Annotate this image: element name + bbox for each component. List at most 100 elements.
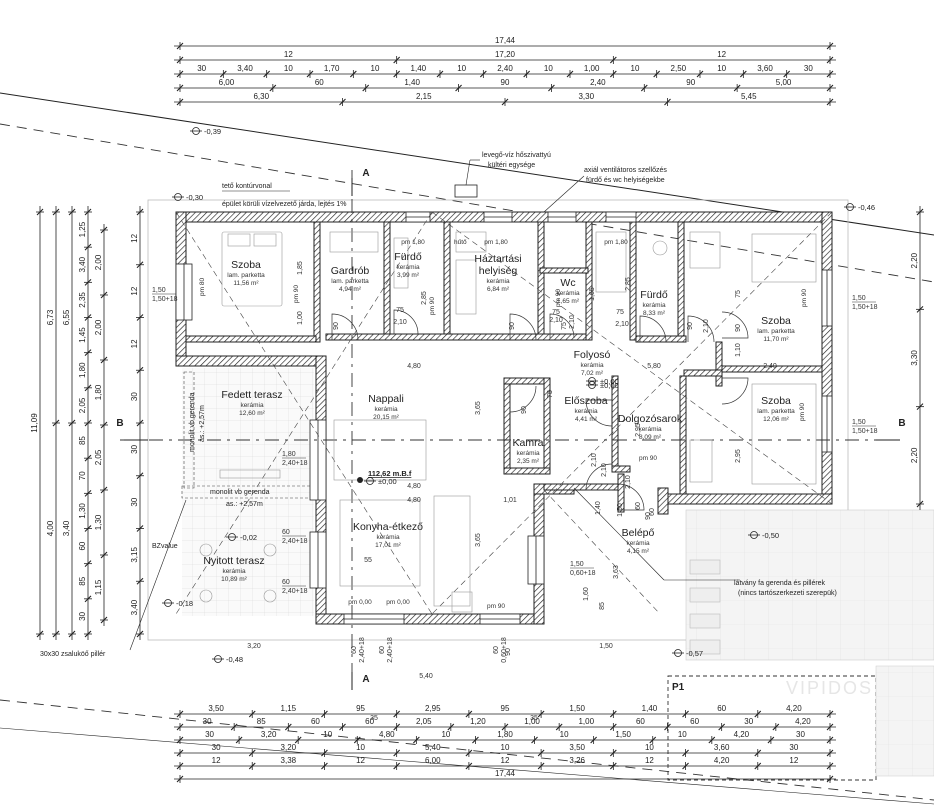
dimension-label: 2,05 xyxy=(78,397,87,413)
opening-width: 60 xyxy=(282,529,290,536)
dimension-label: 10 xyxy=(717,64,726,73)
opening-width: 1,50 xyxy=(152,287,166,294)
interior-dimension: 85 xyxy=(599,602,606,610)
room-name: Gardrób xyxy=(331,265,370,277)
parapet-label: pm 1,80 xyxy=(604,239,628,246)
room-floor: lam. parketta xyxy=(331,278,369,285)
interior-dimension: 3,65 xyxy=(475,533,482,547)
dimension-label: 10 xyxy=(501,743,510,752)
opening-label: 1,802,40+18 xyxy=(282,451,308,467)
room-area: 11,70 m² xyxy=(763,336,789,343)
level-value: -0,30 xyxy=(186,193,203,202)
dimension-label: 12 xyxy=(130,286,139,295)
dimension-label: 3,40 xyxy=(62,520,71,536)
dimension-label: 5,45 xyxy=(741,92,757,101)
parapet-label: pm 90 xyxy=(639,455,657,462)
room-name: Szoba xyxy=(761,315,791,327)
dimension-label: 90 xyxy=(501,78,510,87)
interior-dimension: 1,40 xyxy=(595,501,602,515)
room-floor: kerámia xyxy=(516,450,540,457)
small-dimension: 35 xyxy=(370,715,378,722)
dimension-label: 1,25 xyxy=(78,221,87,237)
room-name: Fürdő xyxy=(640,289,668,301)
room-floor: kerámia xyxy=(580,362,604,369)
interior-dimension: 60 xyxy=(649,508,656,516)
small-dimension: 35 xyxy=(530,715,538,722)
interior-dimension: 75 xyxy=(547,390,554,398)
dimension-label: 30 xyxy=(804,64,813,73)
level-marker: -0,02 xyxy=(226,533,257,542)
section-mark: B xyxy=(116,418,123,429)
level-marker: ±0,00 xyxy=(586,377,619,386)
room-name: Szoba xyxy=(761,395,791,407)
dimension-label: 60 xyxy=(311,717,320,726)
dimension-label: 1,40 xyxy=(411,64,427,73)
interior-dimension: 2,40 xyxy=(763,363,777,370)
room-area: 12,06 m² xyxy=(763,416,789,423)
level-value: -0,39 xyxy=(204,127,221,136)
level-markers: -0,39-0,30-0,46±0,00-0,02-0,18-0,48-0,57… xyxy=(162,127,875,664)
dimension-label: 12 xyxy=(212,756,221,765)
parking-label: P1 xyxy=(672,682,685,693)
interior-dimension: 2,85 xyxy=(421,291,428,305)
room-area: 4,41 m² xyxy=(575,416,598,423)
dimension-label: 90 xyxy=(686,78,695,87)
level-marker: -0,50 xyxy=(748,531,779,540)
dimension-chain-right: 2,203,302,20 xyxy=(910,206,924,510)
opening-label: 1,50 1,50+18 xyxy=(152,287,178,303)
room-area: 17,01 m² xyxy=(375,542,401,549)
dimension-label: 60 xyxy=(78,541,87,550)
level-value: ±0,00 xyxy=(600,381,619,390)
interior-dimension: 5,80 xyxy=(647,363,661,370)
level-value: -0,48 xyxy=(226,655,243,664)
interior-dimension: 2,10 xyxy=(601,463,608,477)
room-floor: lam. parketta xyxy=(227,272,265,279)
dimension-label: 1,80 xyxy=(78,362,87,378)
interior-dimension: 90 xyxy=(521,406,528,414)
parapet-label: pm 90 xyxy=(801,289,808,307)
column-note: 30x30 zsaluköő pillér xyxy=(40,651,106,658)
fridge-label: hűtő xyxy=(454,239,467,246)
dimension-label: 12 xyxy=(130,233,139,242)
dimension-label: 10 xyxy=(356,743,365,752)
parapet-label: pm 90 xyxy=(487,603,505,610)
dimension-chain-left: 11,096,734,006,553,401,253,402,351,451,8… xyxy=(30,206,144,640)
room-floor: kerámia xyxy=(556,290,580,297)
interior-dimension: 60 xyxy=(635,502,642,510)
dimension-label: 1,50 xyxy=(569,704,585,713)
room-area: 1,65 m² xyxy=(557,298,580,305)
dimension-label: 1,45 xyxy=(78,327,87,343)
dimension-label: 10 xyxy=(323,730,332,739)
opening-label: 1,501,50+18 xyxy=(852,295,878,311)
dimension-label: 3,40 xyxy=(78,256,87,272)
parapet-note: pm 80 xyxy=(199,278,206,296)
dimension-label: 10 xyxy=(441,730,450,739)
interior-dimension: 1,00 xyxy=(297,311,304,325)
annotations: levegő-víz hőszivattyú kültéri egysége a… xyxy=(40,152,837,658)
level-value: -0,57 xyxy=(686,649,703,658)
interior-dimension: 2,10 xyxy=(625,475,632,489)
dimension-label: 3,38 xyxy=(281,756,297,765)
room-area: 4,15 m² xyxy=(627,548,650,555)
total-area: 112,62 m.B.f xyxy=(357,469,412,483)
opening-height: 1,50+18 xyxy=(852,304,878,311)
opening-height: 2,40+18 xyxy=(387,637,394,663)
total-area-value: 112,62 m.B.f xyxy=(368,469,412,478)
dimension-label: 4,80 xyxy=(379,730,395,739)
dimension-label: 10 xyxy=(284,64,293,73)
interior-dimension: 90 xyxy=(505,648,512,656)
dimension-label: 10 xyxy=(544,64,553,73)
opening-width: 1,50 xyxy=(852,419,866,426)
dimension-label: 12 xyxy=(356,756,365,765)
interior-dimension: 2,10 xyxy=(615,321,629,328)
room-floor: kerámia xyxy=(396,264,420,271)
opening-height: 1,50+18 xyxy=(152,296,178,303)
